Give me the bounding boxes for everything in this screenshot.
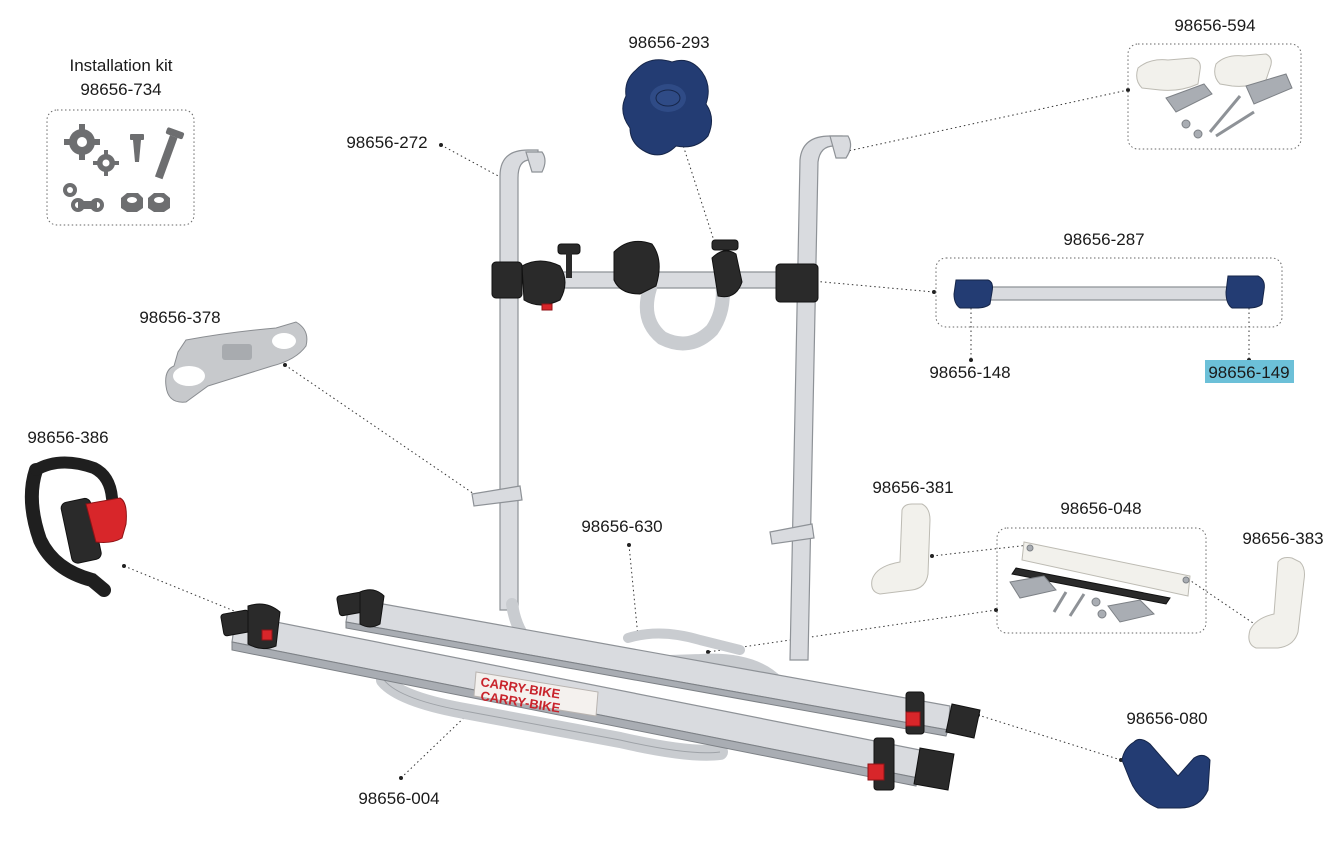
label-98656-080: 98656-080 [1126,709,1207,728]
label-98656-272: 98656-272 [346,133,427,152]
wall-bracket-right-part [1248,557,1305,649]
rail-back [336,589,981,739]
cross-bar-part [953,275,1265,309]
tube-clamp-part [165,321,308,403]
plate-kit-parts [1009,541,1191,623]
label-98656-386: 98656-386 [27,428,108,447]
label-98656-381: 98656-381 [872,478,953,497]
label-98656-383: 98656-383 [1242,529,1323,548]
chain-link-icon [63,183,104,212]
nut-icon [121,193,170,212]
label-98656-293: 98656-293 [628,33,709,52]
rail-front: CARRY-BIKE CARRY-BIKE [220,603,955,791]
strap-part [24,456,127,597]
label-98656-630: 98656-630 [581,517,662,536]
selected-highlight [1205,360,1294,383]
label-98656-149[interactable]: 98656-149 [1208,363,1289,382]
holder-kit-parts [1136,53,1293,139]
kit-title: Installation kit [70,56,173,75]
box-98656-287 [935,257,1283,328]
leader-lines [123,89,1257,779]
label-98656-378: 98656-378 [139,308,220,327]
box-98656-048 [996,527,1207,634]
rail-end-cap-part [1121,738,1211,809]
label-98656-048: 98656-048 [1060,499,1141,518]
label-98656-287: 98656-287 [1063,230,1144,249]
label-98656-734: 98656-734 [80,80,161,99]
kit-box [46,109,195,226]
part-labels: Installation kit 98656-734 98656-272 986… [27,16,1323,808]
screw-icon [130,127,185,180]
gear-icon [64,124,119,176]
label-98656-148: 98656-148 [929,363,1010,382]
label-98656-004: 98656-004 [358,789,439,808]
box-98656-594 [1127,43,1302,150]
knob-part [622,59,712,156]
wall-bracket-left-part [871,503,931,595]
label-98656-594: 98656-594 [1174,16,1255,35]
